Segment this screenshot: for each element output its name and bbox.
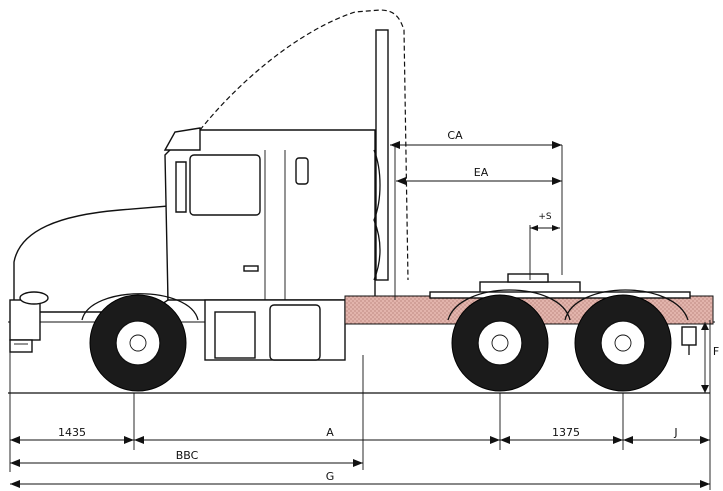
dimension-f: F xyxy=(701,322,719,393)
cab-body xyxy=(9,127,376,361)
dimension-bbc: BBC xyxy=(10,449,363,467)
exhaust-stack xyxy=(373,29,389,281)
rear-wheel-arch-1 xyxy=(447,289,571,321)
dimension-ea: EA xyxy=(396,166,562,185)
label-1435: 1435 xyxy=(58,426,86,439)
label-bbc: BBC xyxy=(176,449,199,462)
front-wheel xyxy=(89,294,187,392)
label-a: A xyxy=(326,426,334,439)
rear-wheel-arch-2 xyxy=(564,289,689,321)
rear-wheel-1 xyxy=(451,294,549,392)
label-f: F xyxy=(713,345,719,358)
rear-wheel-2 xyxy=(574,294,672,392)
dimension-plus-s: +S xyxy=(530,212,560,231)
label-ea: EA xyxy=(474,166,489,179)
dimension-ca: CA xyxy=(390,129,562,149)
label-plus-s: +S xyxy=(538,212,552,222)
label-j: J xyxy=(673,426,677,439)
fifth-wheel xyxy=(429,273,691,299)
reference-lines xyxy=(9,145,711,490)
label-g: G xyxy=(326,470,335,483)
dimension-g: G xyxy=(10,470,710,488)
label-1375: 1375 xyxy=(552,426,580,439)
roof-fairing-outline xyxy=(199,9,409,281)
dimension-row-wheelbase: 1435 A 1375 J xyxy=(10,426,710,444)
label-ca: CA xyxy=(447,129,463,142)
rear-light xyxy=(681,326,697,355)
front-wheel-arch xyxy=(81,293,199,321)
